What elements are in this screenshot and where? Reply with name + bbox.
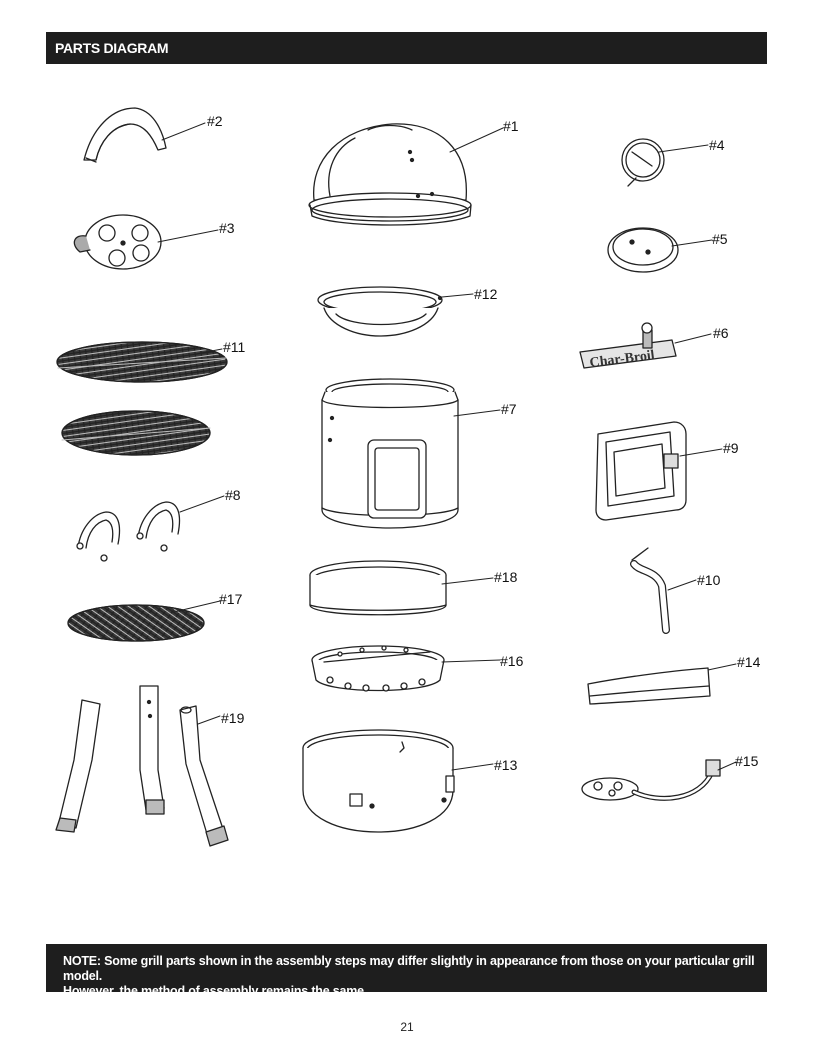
- part-3-top-vent: [73, 214, 219, 270]
- callout-19: #19: [221, 710, 245, 726]
- part-6-brand-logo: Char-Broil: [579, 322, 712, 371]
- callout-2: #2: [207, 113, 223, 129]
- part-12-water-pan: [317, 286, 474, 337]
- part-2-lid-handle: [83, 107, 206, 163]
- callout-9: #9: [723, 440, 739, 456]
- parts-diagram-header: PARTS DIAGRAM: [46, 32, 767, 64]
- part-16-charcoal-bowl: [311, 645, 501, 692]
- note-line-1: NOTE: Some grill parts shown in the asse…: [63, 954, 755, 983]
- part-10-side-handle: [630, 547, 697, 634]
- callout-7: #7: [501, 401, 517, 417]
- part-9-access-door: [595, 421, 723, 521]
- part-13-fire-bowl: [302, 729, 494, 833]
- callout-15: #15: [735, 753, 759, 769]
- part-4-thermometer: [621, 138, 709, 187]
- callout-12: #12: [474, 286, 498, 302]
- callout-6: #6: [713, 325, 729, 341]
- callout-4: #4: [709, 137, 725, 153]
- note-line-2: However, the method of assembly remains …: [63, 984, 368, 998]
- callout-18: #18: [494, 569, 518, 585]
- part-11-cooking-grates: [56, 341, 228, 456]
- callout-17: #17: [219, 591, 243, 607]
- page-number: 21: [400, 1020, 414, 1034]
- part-8-grate-handles: [76, 495, 225, 562]
- callout-11: #11: [223, 339, 246, 355]
- page-title: PARTS DIAGRAM: [55, 40, 169, 56]
- assembly-note: NOTE: Some grill parts shown in the asse…: [46, 944, 767, 998]
- callout-16: #16: [500, 653, 524, 669]
- callout-5: #5: [712, 231, 728, 247]
- part-14-heat-shield: [587, 663, 737, 705]
- part-18-charcoal-ring: [309, 560, 494, 616]
- callout-14: #14: [737, 654, 761, 670]
- part-15-bottom-vent: [581, 759, 737, 801]
- callout-10: #10: [697, 572, 721, 588]
- part-17-charcoal-grate: [67, 600, 221, 642]
- part-19-legs: [55, 685, 229, 847]
- part-1-lid-dome: [308, 123, 504, 226]
- part-5-vent-cap: [607, 227, 713, 273]
- callout-labels: #2 #1 #4 #3 #5 #12 #6 #11 #7 #9 #8 #18 #…: [207, 113, 761, 773]
- callout-13: #13: [494, 757, 518, 773]
- callout-1: #1: [503, 118, 519, 134]
- callout-8: #8: [225, 487, 241, 503]
- callout-3: #3: [219, 220, 235, 236]
- part-7-smoker-body: [321, 378, 501, 529]
- note-text: NOTE: Some grill parts shown in the asse…: [63, 954, 763, 999]
